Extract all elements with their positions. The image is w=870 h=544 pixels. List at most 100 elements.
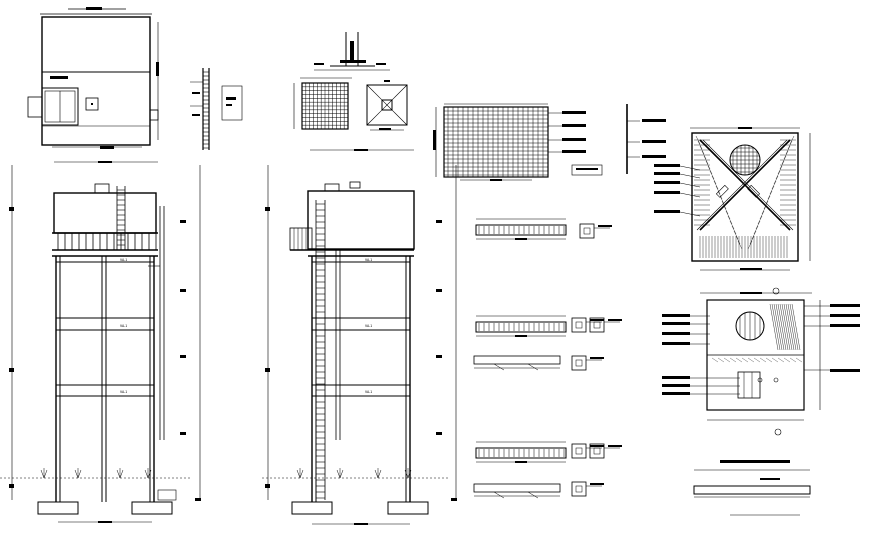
cad-line — [779, 303, 789, 351]
cad-line — [696, 139, 788, 231]
cad-line — [769, 303, 779, 351]
cad-line — [723, 205, 729, 215]
cad-label-block — [598, 225, 612, 227]
cad-line — [789, 357, 797, 363]
cad-line — [777, 357, 785, 363]
cad-line — [771, 180, 777, 190]
bottom-callouts — [662, 304, 860, 395]
cad-line — [711, 175, 717, 185]
cad-line — [404, 469, 409, 479]
cad-line — [679, 182, 701, 188]
cad-line — [702, 139, 794, 231]
front-railing — [57, 233, 157, 250]
cad-line — [679, 211, 701, 217]
dimension-label — [86, 7, 102, 10]
cad-rect — [583, 227, 591, 235]
cad-line — [789, 303, 799, 351]
cad-line — [775, 303, 785, 351]
side-elevation: VA-1 VA-1 VA-1 — [262, 149, 457, 525]
beam-sections — [473, 218, 622, 499]
cad-line — [717, 190, 723, 200]
cad-label-block — [590, 483, 604, 485]
cad-line — [377, 469, 382, 479]
cad-line — [773, 303, 783, 351]
cad-rect — [571, 317, 587, 333]
cad-label-block — [654, 181, 680, 184]
cad-rect — [589, 443, 605, 459]
cad-line — [753, 357, 761, 363]
roof-slab-plan — [654, 127, 811, 295]
dimension-label — [100, 146, 114, 149]
cad-line — [723, 357, 731, 363]
side-ladder-rungs — [316, 203, 325, 499]
cad-line — [729, 357, 737, 363]
cad-line — [74, 469, 79, 479]
cad-line — [527, 363, 539, 371]
cad-line — [777, 303, 787, 351]
slab-grid-lines — [302, 83, 348, 129]
cad-line — [749, 235, 755, 245]
cad-label-block — [642, 155, 666, 158]
beam-tag-2: VA-1 — [120, 324, 127, 328]
cad-rect — [475, 447, 567, 459]
cad-rect — [589, 317, 605, 333]
cad-label-block — [662, 332, 690, 335]
cad-line — [679, 173, 701, 179]
cad-line — [765, 357, 773, 363]
slab-grid-plan — [293, 77, 352, 130]
cad-line — [755, 220, 761, 230]
cad-line — [783, 357, 791, 363]
side-beam-tag-2: VA-1 — [365, 324, 372, 328]
side-beam-tag-1: VA-1 — [365, 258, 372, 262]
ladder-rungs — [203, 71, 209, 149]
cad-label-block — [562, 124, 586, 127]
cad-rect — [571, 443, 587, 459]
cad-line — [144, 469, 149, 479]
bottom-opening-grid — [739, 312, 761, 340]
cad-line — [735, 357, 743, 363]
cad-rect — [475, 321, 567, 333]
mesh-grid-lines — [444, 107, 548, 177]
cad-label-block — [590, 319, 604, 321]
dimension-label — [156, 62, 159, 76]
cad-line — [679, 165, 701, 171]
cad-label-block — [662, 392, 690, 395]
cad-line — [747, 240, 753, 250]
side-beam-tag-3: VA-1 — [365, 390, 372, 394]
cad-rect — [575, 359, 583, 367]
cad-label-block — [654, 191, 680, 194]
cad-line — [781, 303, 791, 351]
cad-label-block — [608, 445, 622, 447]
cad-rect — [475, 224, 567, 236]
cad-line — [715, 185, 721, 195]
cad-rect — [593, 321, 601, 329]
cad-line — [765, 195, 771, 205]
cad-line — [737, 240, 743, 250]
cad-rect — [593, 447, 601, 455]
cad-line — [719, 195, 725, 205]
cad-rect — [575, 447, 583, 455]
front-ladder-rungs — [117, 189, 125, 246]
ladder-detail — [190, 68, 243, 150]
cad-line — [795, 357, 803, 363]
plan-label — [50, 76, 68, 79]
cad-line — [733, 230, 739, 240]
cad-line — [761, 205, 767, 215]
cad-line — [339, 469, 344, 479]
cad-label-block — [662, 322, 690, 325]
cad-label-block — [830, 324, 860, 327]
cad-line — [735, 235, 741, 245]
cad-line — [741, 357, 749, 363]
cad-line — [711, 357, 719, 363]
cad-line — [727, 215, 733, 225]
cad-label-block — [608, 319, 622, 321]
cad-line — [759, 357, 767, 363]
cad-line — [77, 469, 82, 479]
beam-tag-3: VA-1 — [120, 390, 127, 394]
cad-line — [527, 491, 539, 499]
cad-line — [747, 357, 755, 363]
cad-label-block — [590, 357, 604, 359]
cad-rect — [571, 355, 587, 371]
roof-reinforcement-hatch — [694, 135, 796, 258]
